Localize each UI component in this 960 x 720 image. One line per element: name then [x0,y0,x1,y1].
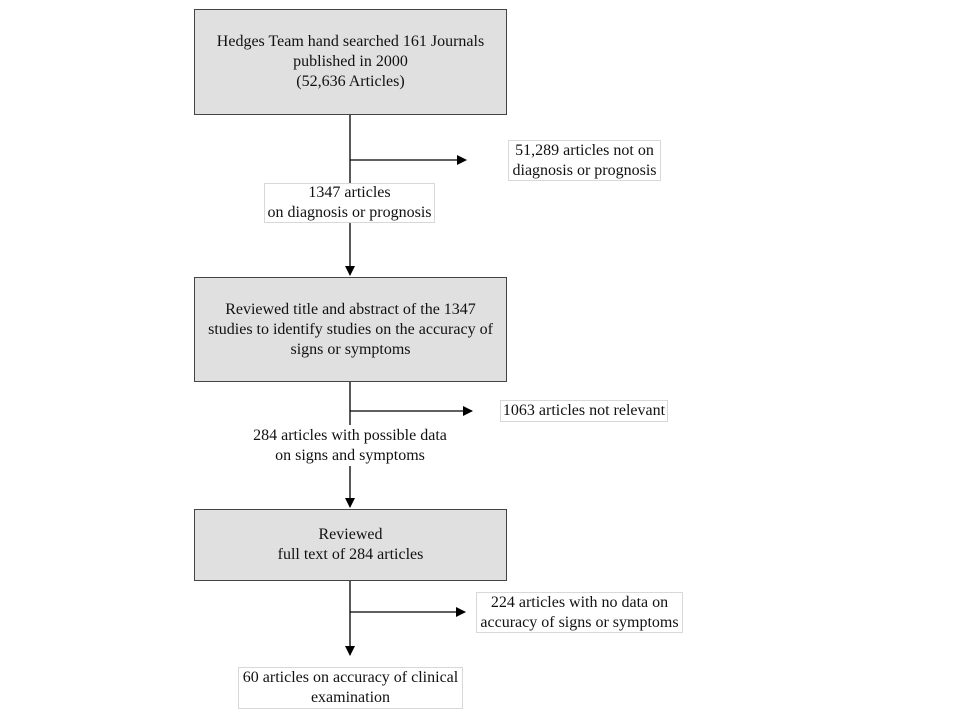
step2-line3: signs or symptoms [290,340,411,358]
exclusion-label-2: 1063 articles not relevant [500,400,668,422]
exclusion-1-line2: diagnosis or prognosis [512,161,657,179]
exclusion-1-line1: 51,289 articles not on [515,141,654,159]
step2-line1: Reviewed title and abstract of the 1347 [225,300,476,318]
step1-line2: published in 2000 [293,53,408,70]
final-result-label: 60 articles on accuracy of clinical exam… [238,667,463,709]
final-result-line2: examination [310,689,391,706]
step2-line2: studies to identify studies on the accur… [208,320,493,338]
flow-label-1347: 1347 articles on diagnosis or prognosis [264,183,435,223]
step1-box: Hedges Team hand searched 161 Journals p… [194,9,507,115]
exclusion-label-3: 224 articles with no data on accuracy of… [476,592,683,633]
final-result-line1: 60 articles on accuracy of clinical [242,669,459,686]
flow-label-284: 284 articles with possible data on signs… [249,425,451,466]
flow-label-1347-line2: on diagnosis or prognosis [267,204,432,221]
flow-label-284-line1: 284 articles with possible data [253,426,447,444]
flow-label-1347-line1: 1347 articles [308,184,391,201]
flow-label-284-line2: on signs and symptoms [275,446,425,464]
step2-box: Reviewed title and abstract of the 1347 … [194,277,507,382]
exclusion-2-line1: 1063 articles not relevant [502,402,666,419]
exclusion-3-line2: accuracy of signs or symptoms [480,613,679,631]
step3-box: Reviewed full text of 284 articles [194,509,507,581]
step3-line2: full text of 284 articles [277,546,424,563]
step3-line1: Reviewed [318,526,383,543]
exclusion-label-1: 51,289 articles not on diagnosis or prog… [508,140,661,181]
step1-line3: (52,636 Articles) [296,73,405,90]
exclusion-3-line1: 224 articles with no data on [490,593,669,611]
step1-line1: Hedges Team hand searched 161 Journals [216,33,485,50]
